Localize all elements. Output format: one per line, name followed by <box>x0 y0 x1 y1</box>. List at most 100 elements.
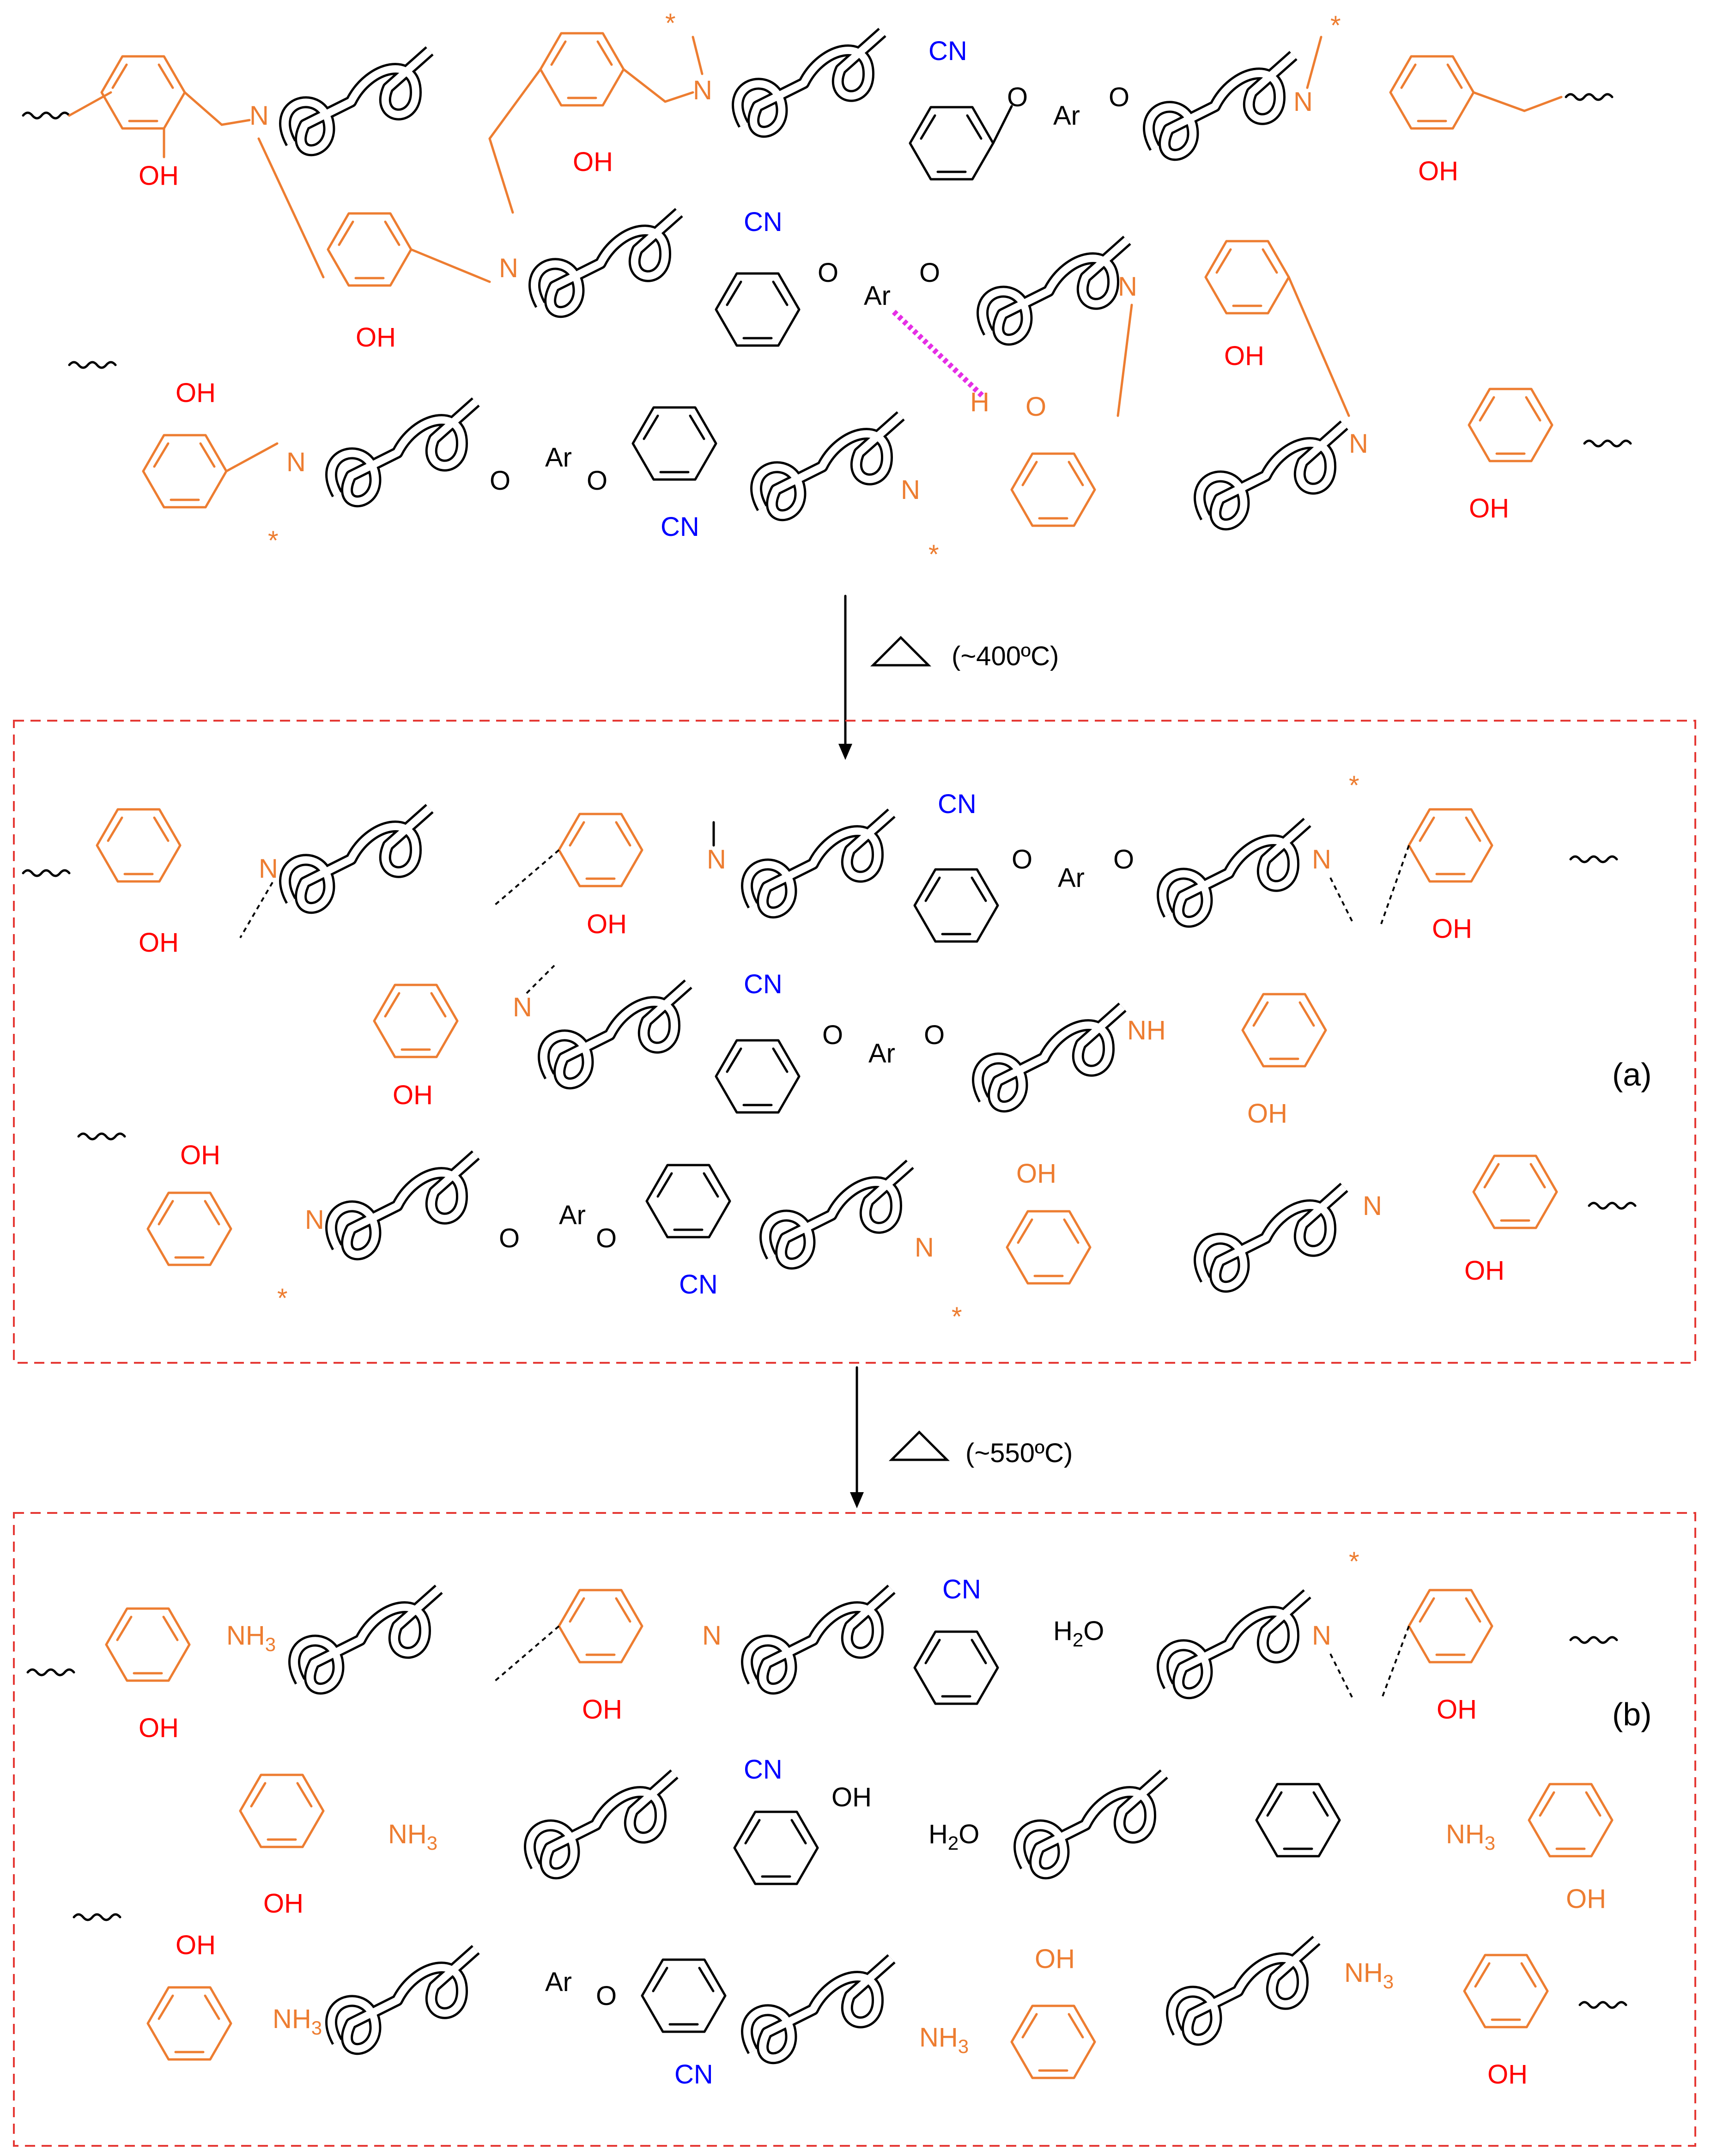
hydroxyl-label: OH <box>1437 1694 1477 1725</box>
wavy-bond-icon <box>1566 94 1612 100</box>
benzene-ring-icon <box>148 1987 231 2059</box>
benzene-ring-icon <box>1243 994 1326 1066</box>
amine-label: NH <box>1127 1015 1166 1045</box>
hydroxyl-label: OH <box>1432 914 1472 944</box>
benzene-ring-icon <box>716 1040 799 1112</box>
nitrile-label: CN <box>744 1755 783 1785</box>
hydroxyl-label: OH <box>582 1694 622 1725</box>
wavy-bond-icon <box>1571 1637 1617 1643</box>
wavy-bond-icon <box>1580 2002 1626 2008</box>
benzene-ring-icon <box>915 1632 998 1704</box>
ammonia-label: NH3 <box>273 2004 322 2039</box>
benzene-ring-icon <box>148 1193 231 1265</box>
aryl-label: Ar <box>545 1967 572 1997</box>
nitrogen-label: N <box>915 1233 934 1263</box>
cured-network: OH N OH N * CN O Ar O N * OH OH N <box>23 8 1631 570</box>
hydroxyl-label: OH <box>1224 341 1264 371</box>
star-label: * <box>1349 1547 1359 1577</box>
benzene-ring-icon <box>1012 2006 1095 2078</box>
hydroxyl-label: OH <box>587 909 627 939</box>
polymer-coil-icon <box>285 51 430 150</box>
polymer-coil-icon <box>544 984 688 1083</box>
hydroxyl-label: OH <box>1469 493 1509 523</box>
wavy-bond-icon <box>23 870 69 876</box>
hydroxyl-label: OH <box>1247 1099 1287 1129</box>
nitrogen-label: N <box>305 1205 324 1235</box>
aryl-label: Ar <box>1058 863 1085 893</box>
star-label: * <box>665 8 676 38</box>
panel-label: (b) <box>1612 1696 1652 1732</box>
benzene-ring-icon <box>915 869 998 941</box>
star-label: * <box>928 540 939 570</box>
hydroxyl-label: OH <box>176 378 216 408</box>
panel-frame <box>13 720 1696 1364</box>
nitrogen-label: N <box>1118 272 1137 302</box>
nitrogen-label: N <box>1312 844 1331 875</box>
hydroxyl-label: OH <box>139 928 179 958</box>
hydrogen-label: H <box>970 387 989 417</box>
hydroxyl-label: OH <box>176 1930 216 1960</box>
panel-b: (b) OH NH3 OH N CN H2O N * OH OH NH3 CN … <box>13 1512 1696 2147</box>
wavy-bond-icon <box>74 1914 120 1920</box>
benzene-ring-icon <box>143 435 226 507</box>
nitrogen-label: N <box>707 844 726 875</box>
benzene-ring-icon <box>1474 1156 1557 1228</box>
benzene-ring-icon <box>102 56 185 128</box>
aryl-label: Ar <box>864 281 891 311</box>
benzene-ring-icon <box>559 814 642 886</box>
condition-label: (~400ºC) <box>952 641 1059 671</box>
aryl-label: Ar <box>1053 101 1080 131</box>
oxygen-label: O <box>1025 392 1046 422</box>
oxygen-label: O <box>822 1020 843 1050</box>
ammonia-label: NH3 <box>1344 1958 1394 1992</box>
hydroxyl-label: OH <box>831 1782 872 1812</box>
reaction-step-2: (~550ºC) <box>850 1366 1073 1508</box>
polymer-coil-icon <box>1163 822 1307 922</box>
wavy-bond-icon <box>1584 441 1631 446</box>
nitrogen-label: N <box>1349 429 1368 459</box>
nitrogen-label: N <box>513 992 532 1022</box>
hydroxyl-label: OH <box>1418 156 1458 186</box>
benzene-ring-icon <box>559 1590 642 1662</box>
oxygen-label: O <box>596 1981 617 2011</box>
oxygen-label: O <box>490 466 510 496</box>
wavy-bond-icon <box>79 1134 125 1139</box>
nitrile-label: CN <box>674 2059 713 2089</box>
nitrogen-label: N <box>901 475 920 505</box>
oxygen-label: O <box>1007 82 1028 112</box>
heat-triangle-icon <box>870 636 932 667</box>
wavy-bond-icon <box>1571 856 1617 862</box>
hydroxyl-label: OH <box>1487 2059 1528 2089</box>
nitrogen-label: N <box>693 75 712 105</box>
hydroxyl-label: OH <box>356 322 396 352</box>
ammonia-label: NH3 <box>919 2022 969 2057</box>
benzene-ring-icon <box>106 1609 189 1681</box>
benzene-ring-icon <box>374 985 457 1057</box>
nitrile-label: CN <box>938 789 977 819</box>
hydroxyl-label: OH <box>1464 1256 1505 1286</box>
nitrogen-label: N <box>702 1621 722 1651</box>
nitrogen-label: N <box>1312 1621 1331 1651</box>
hydroxyl-label: OH <box>573 147 613 177</box>
nitrogen-label: N <box>499 253 518 283</box>
star-label: * <box>1349 771 1359 801</box>
oxygen-label: O <box>919 258 940 288</box>
wavy-bond-icon <box>28 1670 74 1675</box>
nitrile-label: CN <box>661 512 699 542</box>
hydroxyl-label: OH <box>139 1713 179 1743</box>
nitrile-label: CN <box>928 36 967 66</box>
benzene-ring-icon <box>1206 241 1289 313</box>
oxygen-label: O <box>1109 82 1129 112</box>
ammonia-label: NH3 <box>388 1819 437 1854</box>
benzene-ring-icon <box>1469 389 1552 461</box>
polymer-coil-icon <box>747 813 892 912</box>
hydroxyl-label: OH <box>1035 1944 1075 1974</box>
oxygen-label: O <box>499 1223 520 1253</box>
benzene-ring-icon <box>647 1165 730 1237</box>
hydroxyl-label: OH <box>1016 1159 1056 1189</box>
polymer-coil-icon <box>756 416 901 515</box>
wavy-bond-icon <box>23 113 69 118</box>
panel-a: (a) OH N OH N CN O Ar O N * OH OH N CN <box>13 720 1696 1364</box>
hydrogen-bond <box>892 310 986 400</box>
